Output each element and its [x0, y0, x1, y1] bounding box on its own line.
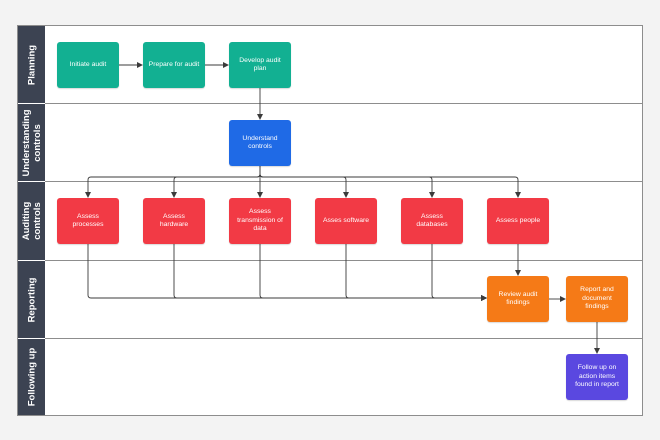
lane-label-understanding: Understanding controls	[20, 108, 43, 177]
node-report-document-findings[interactable]: Report and document findings	[566, 276, 628, 322]
node-assess-transmission[interactable]: Assess transmission of data	[229, 198, 291, 244]
lane-label-auditing: Auditing controls	[20, 201, 43, 241]
lane-label-planning: Planning	[26, 44, 37, 85]
lane-divider	[45, 260, 642, 261]
lane-header-planning: Planning	[18, 26, 45, 103]
lane-label-reporting: Reporting	[26, 277, 37, 322]
node-prepare-for-audit[interactable]: Prepare for audit	[143, 42, 205, 88]
node-assess-processes[interactable]: Assess processes	[57, 198, 119, 244]
node-asses-software[interactable]: Asses software	[315, 198, 377, 244]
node-assess-hardware[interactable]: Assess hardware	[143, 198, 205, 244]
lane-divider	[45, 181, 642, 182]
node-review-audit-findings[interactable]: Review audit findings	[487, 276, 549, 322]
lane-label-following: Following up	[26, 347, 37, 407]
node-initiate-audit[interactable]: Initiate audit	[57, 42, 119, 88]
lane-header-reporting: Reporting	[18, 261, 45, 338]
node-understand-controls[interactable]: Understand controls	[229, 120, 291, 166]
node-assess-people[interactable]: Assess people	[487, 198, 549, 244]
lane-header-auditing: Auditing controls	[18, 182, 45, 260]
lane-header-following: Following up	[18, 339, 45, 415]
node-develop-audit-plan[interactable]: Develop audit plan	[229, 42, 291, 88]
lane-divider	[45, 103, 642, 104]
lane-divider	[45, 338, 642, 339]
lane-header-understanding: Understanding controls	[18, 104, 45, 181]
node-follow-up-action-items[interactable]: Follow up on action items found in repor…	[566, 354, 628, 400]
node-assess-databases[interactable]: Assess databases	[401, 198, 463, 244]
